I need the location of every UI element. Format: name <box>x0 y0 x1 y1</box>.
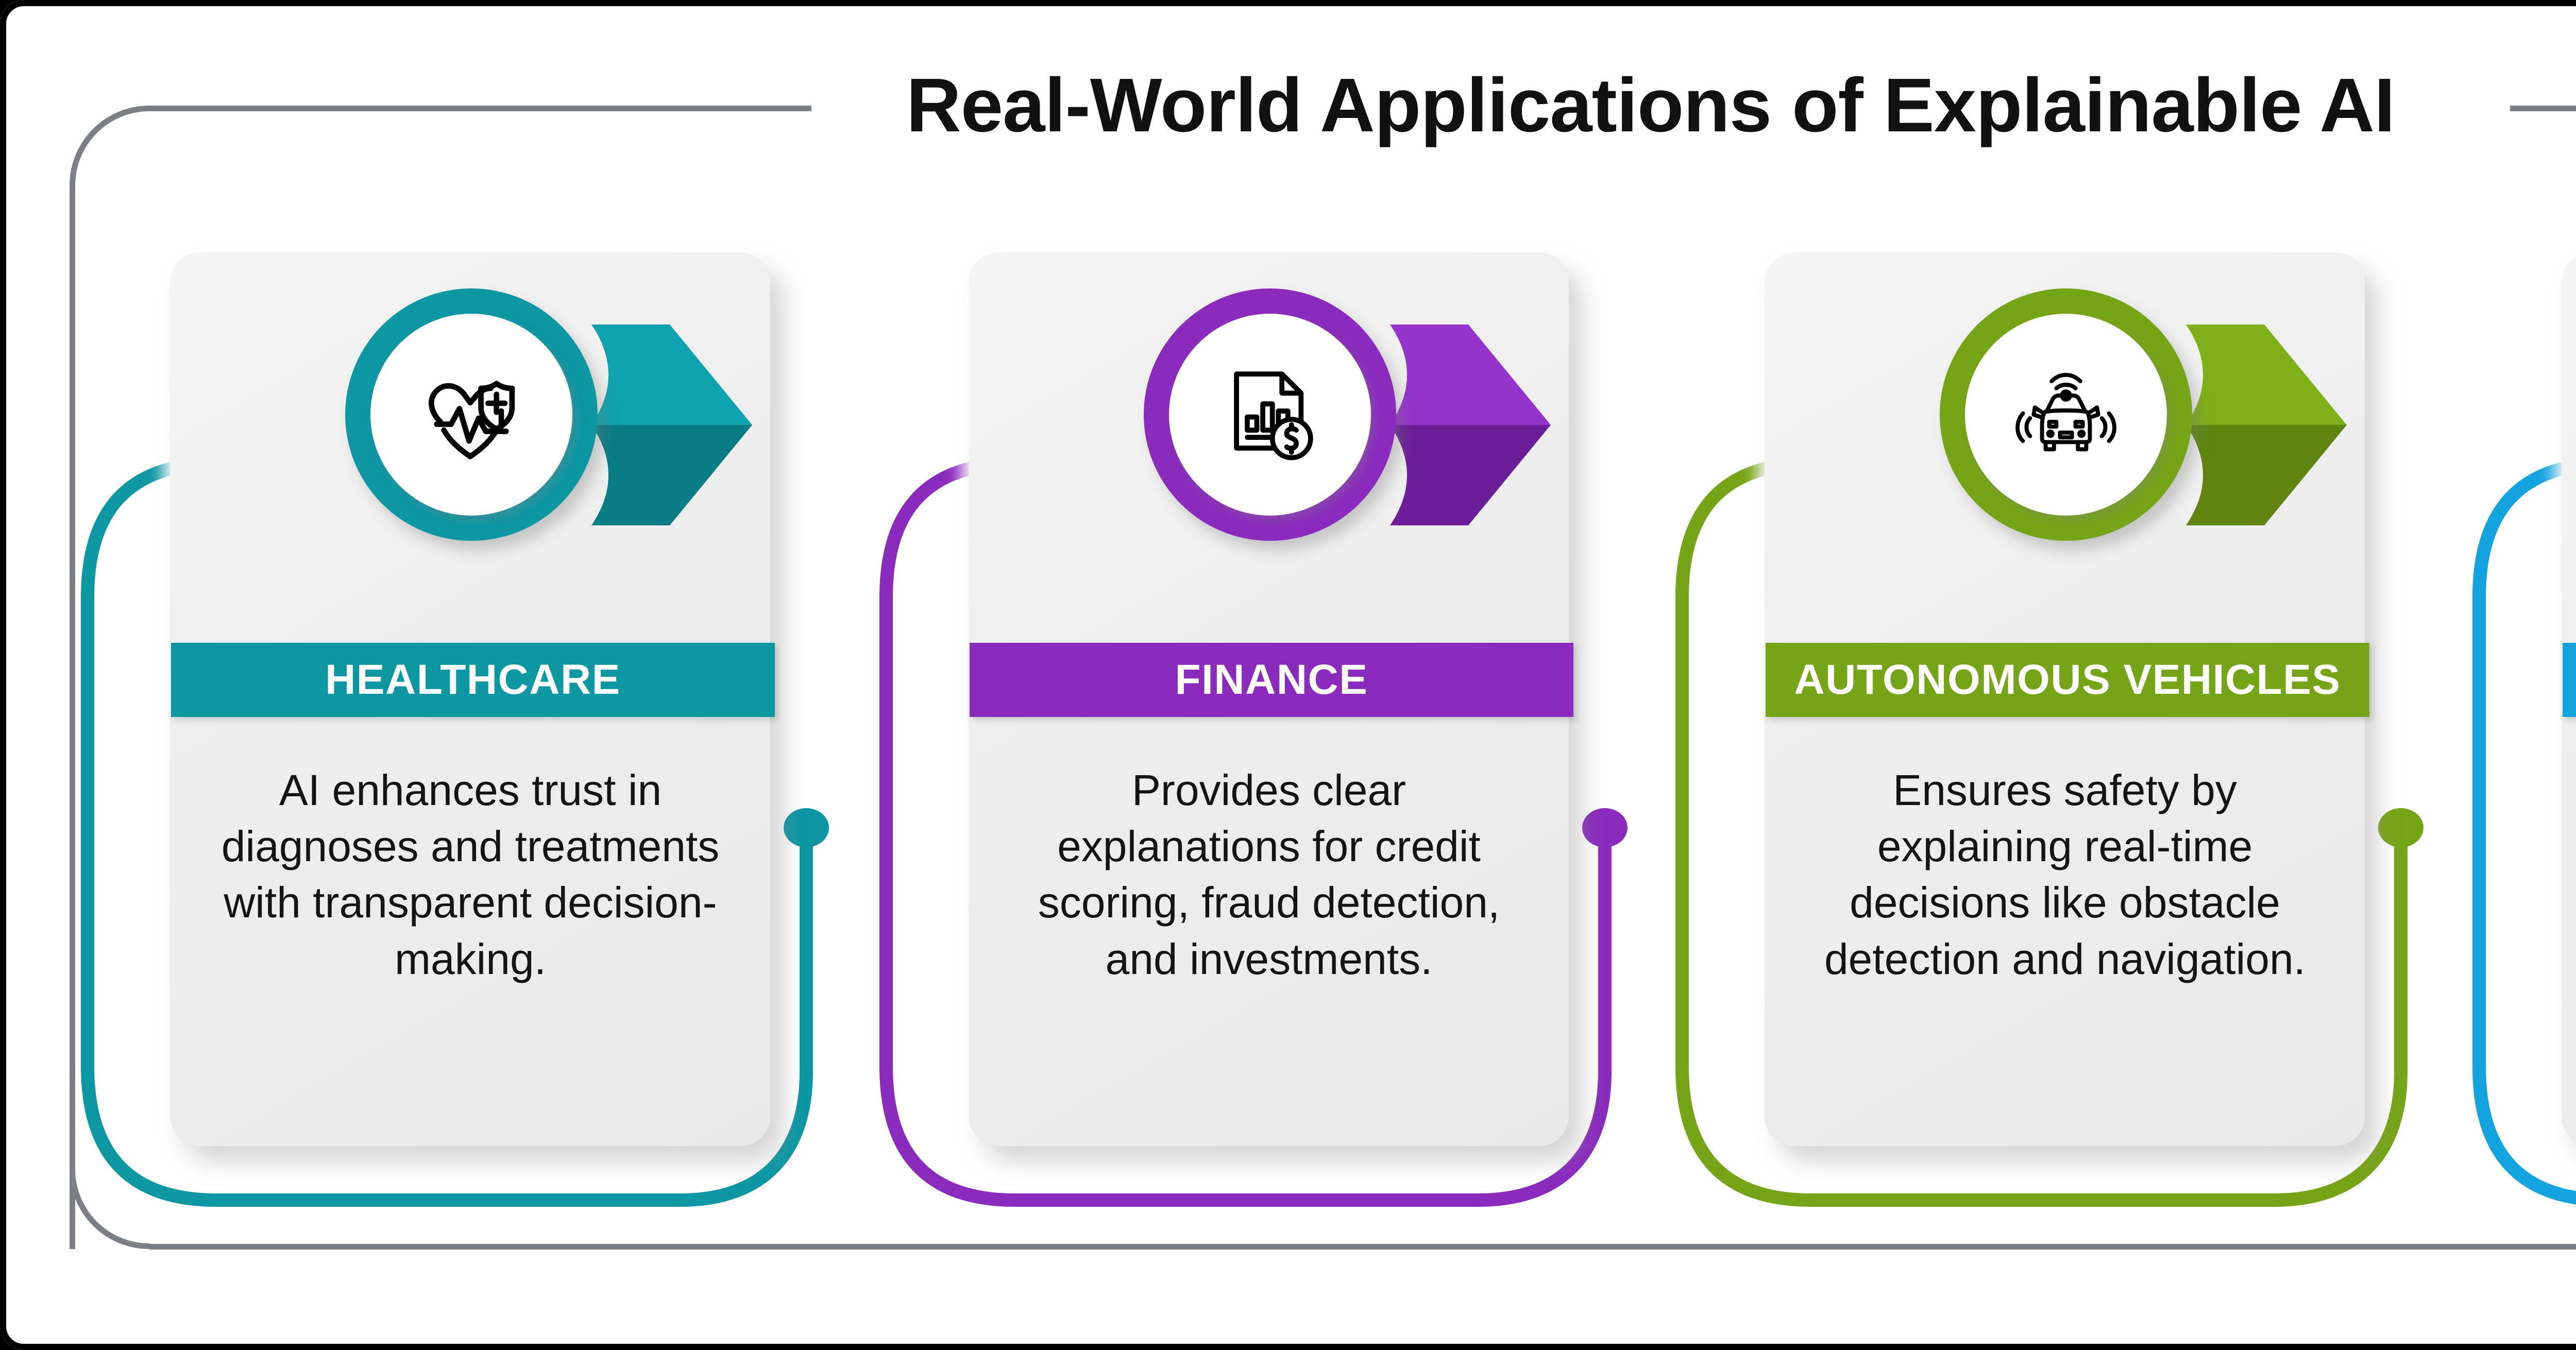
page-title: Real-World Applications of Explainable A… <box>906 63 2395 148</box>
arrow-finance <box>1390 324 1551 525</box>
connector-dot-finance <box>1582 808 1628 847</box>
card-banner-human-resources: HUMAN RESOURCES <box>2563 643 2576 717</box>
card-label-finance: FINANCE <box>1175 656 1368 703</box>
connector-path-finance <box>879 457 1612 1207</box>
connector-path-autonomous-vehicles <box>1675 457 2408 1207</box>
smart-car-sensor-icon <box>2015 373 2116 452</box>
icon-badge-autonomous-vehicles <box>1940 288 2192 541</box>
financial-report-dollar-icon <box>1234 371 1313 460</box>
connector-path-human-resources <box>2472 459 2576 1205</box>
connector-dot-healthcare <box>784 808 829 847</box>
icon-badge-healthcare <box>345 288 598 541</box>
heart-pulse-shield-icon <box>429 381 515 459</box>
arrow-healthcare <box>591 324 752 525</box>
card-label-healthcare: HEALTHCARE <box>325 656 621 703</box>
arrow-autonomous-vehicles <box>2186 324 2347 525</box>
frame-line-bottom <box>149 1244 2576 1250</box>
card-label-autonomous-vehicles: AUTONOMOUS VEHICLES <box>1794 656 2341 703</box>
card-banner-autonomous-vehicles: AUTONOMOUS VEHICLES <box>1766 643 2369 717</box>
icon-badge-inner <box>370 314 572 516</box>
connector-path-healthcare <box>81 457 813 1207</box>
card-banner-healthcare: HEALTHCARE <box>171 643 775 717</box>
frame-line-top-right <box>2510 106 2576 111</box>
frame-line-left <box>70 183 75 1249</box>
icon-badge-inner <box>1965 314 2167 516</box>
connector-dot-autonomous-vehicles <box>2378 808 2424 847</box>
icon-badge-finance <box>1144 288 1396 541</box>
card-body-healthcare: AI enhances trust in diagnoses and treat… <box>221 766 720 983</box>
card-banner-finance: FINANCE <box>970 643 1573 717</box>
frame-line-top-left <box>149 106 811 111</box>
card-body-autonomous-vehicles: Ensures safety by explaining real-time d… <box>1824 766 2306 983</box>
icon-badge-inner <box>1169 314 1371 516</box>
card-body-finance: Provides clear explanations for credit s… <box>1038 766 1500 983</box>
